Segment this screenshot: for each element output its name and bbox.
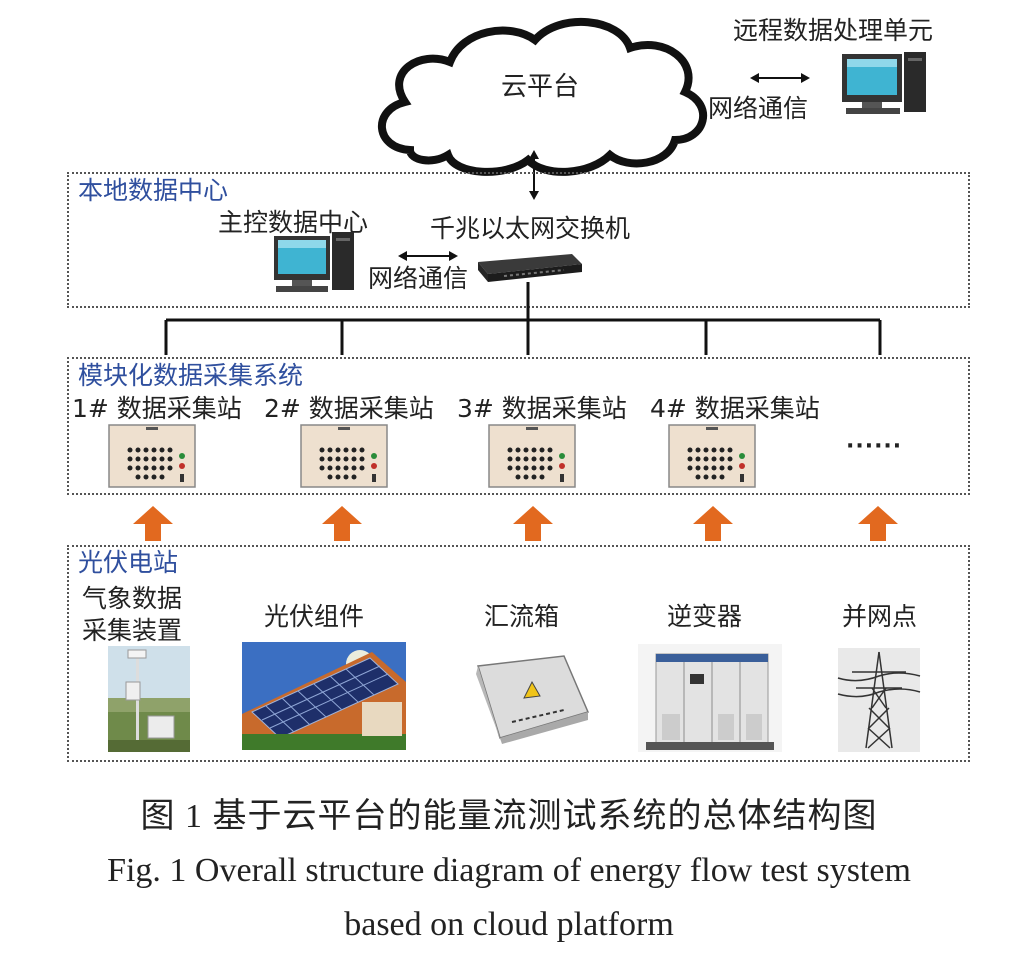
acquisition-system-title: 模块化数据采集系统 — [78, 361, 304, 390]
local-data-center-box — [67, 172, 970, 308]
ethernet-switch-icon — [478, 254, 582, 282]
up-arrow-5 — [858, 506, 898, 541]
solar-panel-image — [242, 642, 406, 750]
pv-station-box — [67, 545, 970, 762]
station-cabinet-icon-4 — [668, 424, 756, 488]
grid-point-label: 并网点 — [842, 602, 918, 631]
station-label-3: 3# 数据采集站 — [457, 394, 627, 423]
acquisition-system-box — [67, 357, 970, 495]
local-link-label: 网络通信 — [368, 264, 469, 293]
station-cabinet-icon-1 — [108, 424, 196, 488]
inverter-label: 逆变器 — [667, 602, 743, 631]
combiner-box-label: 汇流箱 — [484, 602, 560, 631]
figure-caption-en-line2: based on cloud platform — [344, 906, 674, 943]
station-label-1: 1# 数据采集站 — [72, 394, 242, 423]
station-ellipsis: ······ — [846, 434, 903, 459]
pv-module-label: 光伏组件 — [264, 602, 365, 631]
figure-caption-en-line1: Fig. 1 Overall structure diagram of ener… — [107, 852, 911, 889]
up-arrow-4 — [693, 506, 733, 541]
figure-caption-zh: 图 1 基于云平台的能量流测试系统的总体结构图 — [140, 798, 878, 835]
local-link-arrow — [398, 251, 458, 261]
cloud-switch-arrow — [529, 150, 539, 200]
station-cabinet-icon-2 — [300, 424, 388, 488]
remote-link-label: 网络通信 — [708, 94, 809, 123]
inverter-image — [638, 644, 782, 752]
weather-station-image — [108, 646, 190, 752]
pv-station-title: 光伏电站 — [78, 548, 179, 577]
up-arrow-1 — [133, 506, 173, 541]
master-center-label: 主控数据中心 — [218, 208, 369, 237]
combiner-box-image — [476, 655, 590, 744]
remote-link-arrow — [750, 73, 810, 83]
up-arrow-2 — [322, 506, 362, 541]
up-arrow-3 — [513, 506, 553, 541]
station-label-4: 4# 数据采集站 — [650, 394, 820, 423]
remote-computer-icon — [842, 52, 926, 114]
weather-device-label-line2: 采集装置 — [82, 616, 183, 645]
cloud-label: 云平台 — [501, 72, 580, 102]
station-label-2: 2# 数据采集站 — [264, 394, 434, 423]
switch-label: 千兆以太网交换机 — [430, 214, 631, 243]
station-cabinet-icon-3 — [488, 424, 576, 488]
remote-unit-label: 远程数据处理单元 — [733, 16, 934, 45]
grid-tower-image — [837, 648, 921, 752]
weather-device-label-line1: 气象数据 — [82, 584, 183, 613]
local-data-center-title: 本地数据中心 — [78, 176, 229, 205]
master-computer-icon — [274, 232, 354, 292]
